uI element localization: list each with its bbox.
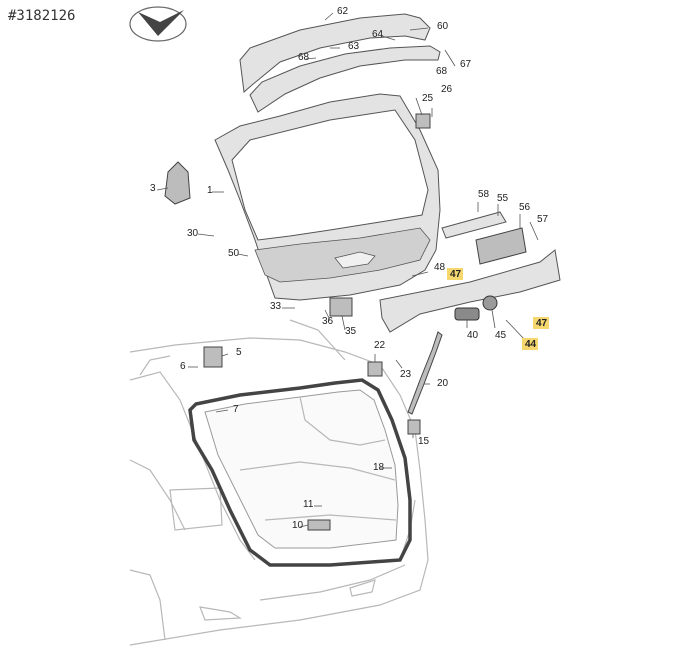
callout-number: 55 xyxy=(497,193,509,204)
callout-number: 62 xyxy=(337,6,349,17)
callout-number: 11 xyxy=(303,499,314,510)
callout-number: 63 xyxy=(348,41,360,52)
callout-11: 11 xyxy=(303,499,314,510)
tailgate-panel xyxy=(214,93,441,301)
callout-60: 60 xyxy=(437,21,449,32)
callout-47: 47 xyxy=(533,317,549,329)
callout-number: 3 xyxy=(150,183,156,194)
callout-number: 60 xyxy=(437,21,449,32)
callout-55: 55 xyxy=(497,193,509,204)
callout-number: 35 xyxy=(345,326,357,337)
callout-44: 44 xyxy=(522,338,538,350)
callout-number: 40 xyxy=(467,330,479,341)
callout-number: 10 xyxy=(292,520,304,531)
hinge-part-5 xyxy=(203,346,223,368)
callout-30: 30 xyxy=(187,228,199,239)
callout-number: 44 xyxy=(525,339,537,350)
latch-part-22 xyxy=(367,361,383,377)
callout-22: 22 xyxy=(374,340,386,351)
callout-number: 45 xyxy=(495,330,507,341)
cap-part-45 xyxy=(482,295,498,311)
trim-panels xyxy=(379,211,561,333)
callout-7: 7 xyxy=(233,404,239,415)
reference-number: #3182126 xyxy=(8,8,76,24)
callout-3: 3 xyxy=(150,183,156,194)
callout-45: 45 xyxy=(495,330,507,341)
hinge-part-25 xyxy=(415,113,431,129)
callout-number: 33 xyxy=(270,301,282,312)
callout-1: 1 xyxy=(207,185,213,196)
cargo-area xyxy=(204,389,399,549)
callout-number: 23 xyxy=(400,369,412,380)
callout-50: 50 xyxy=(228,248,240,259)
callout-35: 35 xyxy=(345,326,357,337)
callout-number: 47 xyxy=(450,269,462,280)
brand-logo-icon xyxy=(129,6,187,42)
callout-number: 57 xyxy=(537,214,549,225)
callout-number: 6 xyxy=(180,361,186,372)
callout-40: 40 xyxy=(467,330,479,341)
roof-spoiler xyxy=(239,13,441,113)
callout-number: 26 xyxy=(441,84,453,95)
bracket-part-15 xyxy=(407,419,421,435)
callout-number: 68 xyxy=(436,66,448,77)
callout-number: 58 xyxy=(478,189,490,200)
callout-67: 67 xyxy=(460,59,472,70)
callout-number: 18 xyxy=(373,462,385,473)
callout-number: 1 xyxy=(207,185,213,196)
callout-15: 15 xyxy=(418,436,430,447)
callout-number: 15 xyxy=(418,436,430,447)
callout-56: 56 xyxy=(519,202,531,213)
callout-68: 68 xyxy=(436,66,448,77)
callout-highlight xyxy=(533,317,549,329)
vehicle-rear-outline xyxy=(129,319,429,646)
callout-number: 25 xyxy=(422,93,434,104)
callout-26: 26 xyxy=(441,84,453,95)
callout-25: 25 xyxy=(422,93,434,104)
callout-5: 5 xyxy=(236,347,242,358)
callout-number: 48 xyxy=(434,262,446,273)
callout-57: 57 xyxy=(537,214,549,225)
callout-18: 18 xyxy=(373,462,385,473)
callout-number: 36 xyxy=(322,316,334,327)
bump-stop-part-3 xyxy=(164,161,191,205)
callout-6: 6 xyxy=(180,361,186,372)
striker-part-10 xyxy=(307,519,331,531)
callout-number: 30 xyxy=(187,228,199,239)
callout-number: 47 xyxy=(536,318,548,329)
callout-48: 48 xyxy=(434,262,446,273)
callout-47: 47 xyxy=(447,268,463,280)
callout-number: 67 xyxy=(460,59,472,70)
callout-10: 10 xyxy=(292,520,304,531)
callout-64: 64 xyxy=(372,29,384,40)
callout-36: 36 xyxy=(322,316,334,327)
callout-highlight xyxy=(447,268,463,280)
callout-33: 33 xyxy=(270,301,282,312)
callout-62: 62 xyxy=(337,6,349,17)
callout-number: 68 xyxy=(298,52,310,63)
callout-highlight xyxy=(522,338,538,350)
callout-58: 58 xyxy=(478,189,490,200)
callout-number: 50 xyxy=(228,248,240,259)
callout-number: 5 xyxy=(236,347,242,358)
callout-number: 7 xyxy=(233,404,239,415)
callout-number: 20 xyxy=(437,378,449,389)
handle-part-40 xyxy=(454,307,480,321)
callout-68: 68 xyxy=(298,52,310,63)
callout-number: 22 xyxy=(374,340,386,351)
callout-63: 63 xyxy=(348,41,360,52)
callout-23: 23 xyxy=(400,369,412,380)
callout-number: 56 xyxy=(519,202,531,213)
gas-strut xyxy=(407,331,443,415)
callout-number: 64 xyxy=(372,29,384,40)
leader-lines xyxy=(156,12,539,528)
lock-unit-part-35 xyxy=(329,297,353,317)
callout-20: 20 xyxy=(437,378,449,389)
tailgate-seal xyxy=(188,378,412,567)
